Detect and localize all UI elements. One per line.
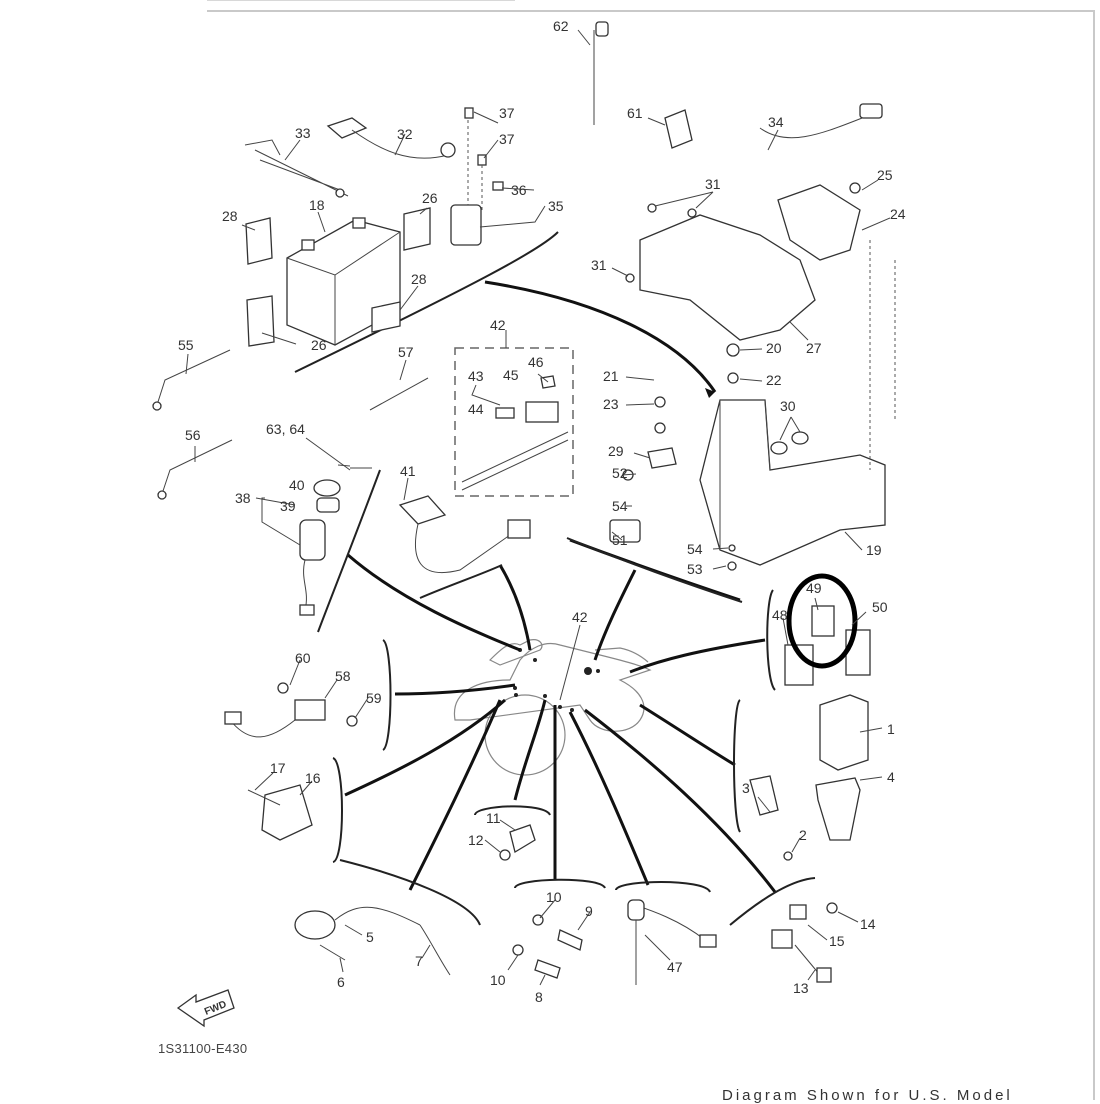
group-braces <box>294 231 816 926</box>
callout-22[interactable]: 22 <box>766 372 782 388</box>
callout-61[interactable]: 61 <box>627 105 643 121</box>
harness-dashed-box <box>454 347 574 497</box>
callout-60[interactable]: 60 <box>295 650 311 666</box>
drawing-code: 1S31100-E430 <box>158 1041 248 1056</box>
leader-lines <box>185 29 891 986</box>
page-frame-top-short <box>207 0 515 1</box>
callout-14[interactable]: 14 <box>860 916 876 932</box>
callout-39[interactable]: 39 <box>280 498 296 514</box>
callout-38[interactable]: 38 <box>235 490 251 506</box>
callout-31b[interactable]: 31 <box>591 257 607 273</box>
callout-44[interactable]: 44 <box>468 401 484 417</box>
callout-28a[interactable]: 28 <box>222 208 238 224</box>
callout-30[interactable]: 30 <box>780 398 796 414</box>
callout-48[interactable]: 48 <box>772 607 788 623</box>
callout-labels: 62 61 34 25 24 31 31 27 20 22 21 23 30 2… <box>178 18 906 1005</box>
callout-6[interactable]: 6 <box>337 974 345 990</box>
callout-5[interactable]: 5 <box>366 929 374 945</box>
callout-54b[interactable]: 54 <box>687 541 703 557</box>
callout-37a[interactable]: 37 <box>499 105 515 121</box>
callout-32[interactable]: 32 <box>397 126 413 142</box>
callout-52[interactable]: 52 <box>612 465 628 481</box>
callout-49[interactable]: 49 <box>806 580 822 596</box>
callout-24[interactable]: 24 <box>890 206 906 222</box>
page-frame-right <box>1093 10 1095 1100</box>
callout-10b[interactable]: 10 <box>490 972 506 988</box>
callout-26a[interactable]: 26 <box>422 190 438 206</box>
callout-17[interactable]: 17 <box>270 760 286 776</box>
callout-20[interactable]: 20 <box>766 340 782 356</box>
callout-42a[interactable]: 42 <box>490 317 506 333</box>
callout-28b[interactable]: 28 <box>411 271 427 287</box>
highlight-ellipse-part-49 <box>786 573 858 669</box>
callout-41[interactable]: 41 <box>400 463 416 479</box>
battery-box <box>609 240 896 571</box>
callout-40[interactable]: 40 <box>289 477 305 493</box>
callout-21[interactable]: 21 <box>603 368 619 384</box>
callout-11[interactable]: 11 <box>486 810 501 826</box>
callout-15[interactable]: 15 <box>829 933 845 949</box>
callout-47[interactable]: 47 <box>667 959 683 975</box>
callout-9[interactable]: 9 <box>585 903 593 919</box>
callout-8[interactable]: 8 <box>535 989 543 1005</box>
battery-assembly <box>244 107 504 347</box>
bracket-assembly <box>593 21 883 341</box>
callout-25[interactable]: 25 <box>877 167 893 183</box>
callout-2[interactable]: 2 <box>799 827 807 843</box>
callout-19[interactable]: 19 <box>866 542 882 558</box>
callout-63-64[interactable]: 63, 64 <box>266 421 305 437</box>
callout-34[interactable]: 34 <box>768 114 784 130</box>
callout-33[interactable]: 33 <box>295 125 311 141</box>
connector-lines <box>344 280 777 893</box>
callout-58[interactable]: 58 <box>335 668 351 684</box>
callout-3[interactable]: 3 <box>742 780 750 796</box>
footer-text: Diagram Shown for U.S. Model <box>722 1087 1013 1104</box>
callout-27[interactable]: 27 <box>806 340 822 356</box>
callout-62[interactable]: 62 <box>553 18 569 34</box>
motorcycle-silhouette <box>453 639 652 776</box>
callout-35[interactable]: 35 <box>548 198 564 214</box>
callout-56[interactable]: 56 <box>185 427 201 443</box>
harness-parts <box>461 375 569 491</box>
callout-29[interactable]: 29 <box>608 443 624 459</box>
callout-46[interactable]: 46 <box>528 354 544 370</box>
callout-45[interactable]: 45 <box>503 367 519 383</box>
callout-16[interactable]: 16 <box>305 770 321 786</box>
callout-43[interactable]: 43 <box>468 368 484 384</box>
fwd-arrow-icon <box>176 989 235 1028</box>
callout-54a[interactable]: 54 <box>612 498 628 514</box>
callout-57[interactable]: 57 <box>398 344 414 360</box>
callout-50[interactable]: 50 <box>872 599 888 615</box>
callout-18[interactable]: 18 <box>309 197 325 213</box>
callout-42b[interactable]: 42 <box>572 609 588 625</box>
callout-53[interactable]: 53 <box>687 561 703 577</box>
callout-59[interactable]: 59 <box>366 690 382 706</box>
callout-4[interactable]: 4 <box>887 769 895 785</box>
callout-55[interactable]: 55 <box>178 337 194 353</box>
callout-23[interactable]: 23 <box>603 396 619 412</box>
callout-10a[interactable]: 10 <box>546 889 562 905</box>
callout-31a[interactable]: 31 <box>705 176 721 192</box>
page-frame-top <box>207 10 1094 12</box>
callout-36[interactable]: 36 <box>511 182 527 198</box>
callout-37b[interactable]: 37 <box>499 131 515 147</box>
callout-7[interactable]: 7 <box>415 953 423 969</box>
callout-26b[interactable]: 26 <box>311 337 327 353</box>
callout-12[interactable]: 12 <box>468 832 484 848</box>
callout-13[interactable]: 13 <box>793 980 809 996</box>
callout-1[interactable]: 1 <box>887 721 895 737</box>
callout-51[interactable]: 51 <box>612 532 628 548</box>
